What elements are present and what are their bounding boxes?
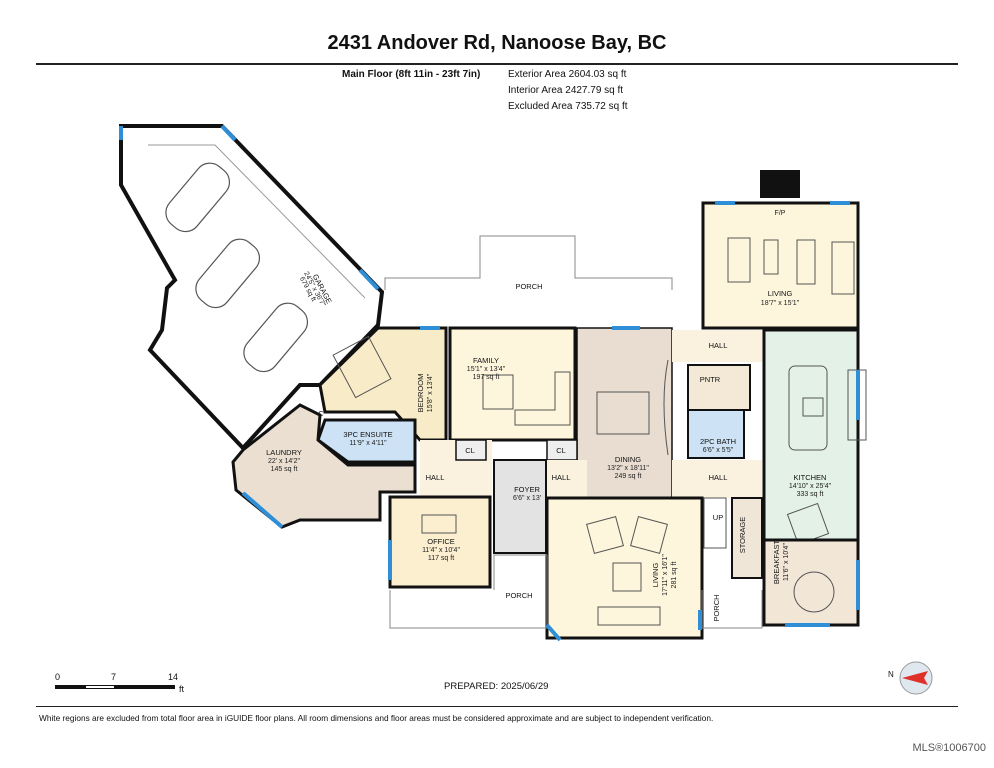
pantry-room [687, 364, 751, 411]
porch-side-outline [701, 590, 763, 629]
dining-area: 249 sq ft [615, 473, 642, 480]
porch-side-name: PORCH [712, 594, 721, 621]
porch-top-outline [384, 235, 673, 290]
ensuite-dims: 11'9" x 4'11" [349, 440, 387, 447]
living-bottom-room [545, 496, 704, 640]
exterior-area: Exterior Area 2604.03 sq ft [508, 69, 627, 80]
stairs [703, 497, 727, 549]
kitchen-room [762, 328, 860, 542]
scale-label-0: 0 [55, 672, 61, 682]
bath2-name: 2PC BATH [700, 437, 736, 446]
excluded-area: Excluded Area 735.72 sq ft [508, 101, 628, 112]
hall-mid-name: HALL [552, 473, 571, 482]
porch-bottom-outline [389, 554, 548, 629]
hall-top-area [672, 330, 764, 362]
footer-divider [36, 706, 958, 707]
family-name: FAMILY [473, 356, 499, 365]
fp-label: F/P [775, 210, 786, 217]
title-divider [36, 63, 958, 65]
storage-name: STORAGE [738, 517, 747, 554]
bedroom-dims: 15'8" x 13'4" [427, 373, 434, 412]
fireplace-chimney [760, 170, 800, 198]
closet-c-label: C [318, 409, 324, 418]
family-dims: 15'1" x 13'4" [467, 366, 506, 373]
scale-unit: ft [179, 684, 185, 694]
scale-label-14: 14 [168, 672, 179, 682]
living-top-name: LIVING [768, 289, 793, 298]
office-area: 117 sq ft [428, 555, 454, 562]
mls-watermark: MLS®1006700 [912, 742, 986, 754]
porch-bottom-name: PORCH [505, 591, 532, 600]
bath2-dims: 6'6" x 5'5" [703, 447, 734, 454]
living-bottom-area: 281 sq ft [671, 562, 678, 589]
storage-room [731, 497, 763, 579]
living-top-dims: 18'7" x 15'1" [761, 300, 800, 307]
pntr-label: PNTR [700, 375, 721, 384]
closet-cl1 [455, 439, 487, 461]
compass-label: N [888, 670, 894, 679]
footer-disclaimer: White regions are excluded from total fl… [39, 713, 714, 723]
garage-area [119, 124, 385, 451]
hall-right-area [672, 460, 762, 498]
up-label: UP [713, 513, 723, 522]
office-room [388, 495, 492, 589]
porch-top-name: PORCH [515, 282, 542, 291]
living-bottom-name: LIVING [651, 563, 660, 588]
scale-bar: 0 7 14 ft [55, 672, 195, 702]
breakfast-dims: 11'6" x 10'4" [783, 543, 790, 581]
closet-cl2-label: CL [556, 446, 566, 455]
north-arrow-icon: N [888, 660, 936, 696]
dining-room [576, 327, 673, 499]
office-dims: 11'4" x 10'4" [422, 547, 460, 554]
ensuite-name: 3PC ENSUITE [343, 430, 392, 439]
breakfast-room [762, 538, 860, 627]
bath2-room [687, 409, 745, 459]
windows [119, 124, 860, 642]
bedroom-name: BEDROOM [416, 374, 425, 413]
office-name: OFFICE [427, 537, 455, 546]
page-title: 2431 Andover Rd, Nanoose Bay, BC [327, 32, 667, 54]
scale-label-7: 7 [111, 672, 117, 682]
foyer-room [493, 459, 547, 554]
kitchen-area: 333 sq ft [797, 491, 824, 498]
prepared-date: PREPARED: 2025/06/29 [444, 681, 549, 692]
hall-top-name: HALL [709, 341, 728, 350]
living-bottom-dims: 17'11" x 16'1" [662, 554, 669, 596]
interior-area: Interior Area 2427.79 sq ft [508, 85, 624, 96]
floor-label: Main Floor (8ft 11in - 23ft 7in) [342, 69, 481, 80]
laundry-area: 145 sq ft [271, 466, 298, 473]
kitchen-name: KITCHEN [794, 473, 827, 482]
breakfast-name: BREAKFAST [772, 539, 781, 584]
hall-mid-area [547, 460, 587, 498]
hall-left-name: HALL [426, 473, 445, 482]
closet-cl1-label: CL [465, 446, 475, 455]
foyer-dims: 6'6" x 13' [513, 495, 541, 502]
dining-name: DINING [615, 455, 641, 464]
kitchen-dims: 14'10" x 25'4" [789, 483, 832, 490]
car-icon [165, 162, 309, 373]
foyer-name: FOYER [514, 485, 540, 494]
laundry-dims: 22' x 14'2" [268, 458, 301, 465]
dining-dims: 13'2" x 18'11" [607, 465, 649, 472]
hall-right-name: HALL [709, 473, 728, 482]
laundry-name: LAUNDRY [266, 448, 302, 457]
living-top-room [701, 201, 860, 330]
family-area: 197 sq ft [473, 374, 500, 381]
